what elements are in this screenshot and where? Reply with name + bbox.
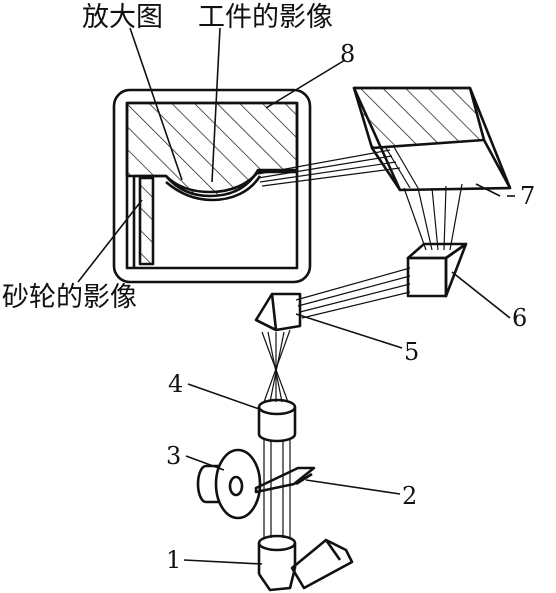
leader-lines [77, 27, 515, 565]
part-number-3: 3 [166, 442, 181, 470]
mirror-7 [352, 86, 512, 192]
rays-mirror7-to-prism6 [403, 183, 463, 251]
part-number-6: 6 [512, 304, 527, 332]
grinding-wheel-3 [196, 448, 262, 520]
lens-4 [257, 398, 297, 443]
part-number-7: 7 [520, 182, 535, 210]
part-number-8: 8 [340, 40, 355, 68]
part-number-5: 5 [404, 338, 419, 366]
prism-5 [254, 292, 302, 332]
part-number-1: 1 [166, 546, 181, 574]
rays-mirror7-to-screen [257, 149, 401, 187]
workpiece-2 [254, 466, 316, 494]
part-number-4: 4 [168, 370, 183, 398]
label-wheel-image: 砂轮的影像 [2, 282, 137, 313]
rays-prism5-to-lens4 [261, 329, 291, 403]
part-number-2: 2 [402, 482, 417, 510]
rays-prism6-to-prism5 [295, 267, 411, 319]
prism-6 [406, 242, 468, 298]
label-enlarged-view: 放大图 [82, 2, 163, 33]
projection-screen [112, 88, 312, 284]
label-workpiece-image: 工件的影像 [198, 2, 333, 33]
light-source-1 [257, 534, 354, 592]
wheel-image [138, 176, 155, 266]
